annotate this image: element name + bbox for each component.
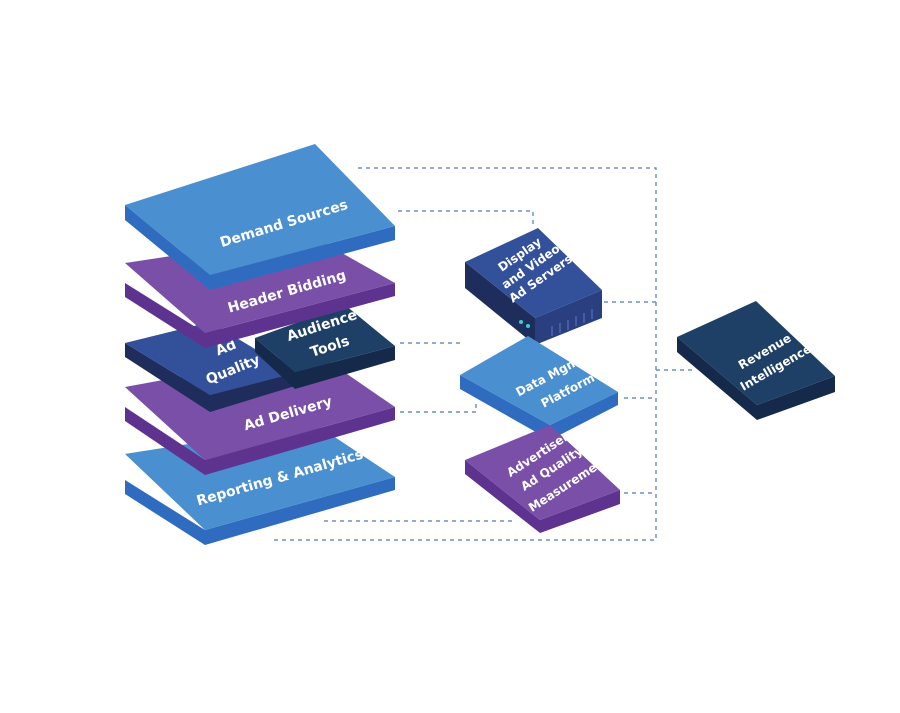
ad-delivery-side <box>125 407 395 475</box>
header-bidding-side <box>125 283 395 348</box>
ad-quality-block: Ad Quality <box>125 322 295 412</box>
ad-servers-box: Display and Video Ad Servers <box>465 228 602 345</box>
reporting-side <box>125 477 395 545</box>
demand-sources-layer: Demand Sources <box>125 144 395 290</box>
ad-servers-vents <box>551 309 593 336</box>
data-mgmt-side <box>460 375 618 440</box>
revenue-top <box>677 301 835 405</box>
ad-servers-side-left <box>465 262 535 345</box>
ad-servers-light-1 <box>519 320 523 324</box>
connector-lines <box>272 167 692 541</box>
ad-quality-side <box>125 343 295 412</box>
demand-sources-top <box>125 144 395 275</box>
revenue-side <box>677 337 835 420</box>
audience-tools-top <box>255 305 395 372</box>
revenue-intelligence-box: Revenue Intelligence <box>677 301 835 420</box>
ad-servers-light-2 <box>526 324 530 328</box>
reporting-top <box>125 424 395 530</box>
data-mgmt-top <box>460 336 618 425</box>
data-mgmt-box: Data Mgmt Platform <box>460 336 618 440</box>
advertiser-quality-top <box>465 425 620 520</box>
connector-demand-sources <box>272 167 657 541</box>
ad-servers-top <box>465 228 602 318</box>
advertiser-quality-side <box>465 460 620 533</box>
connector-ad-delivery <box>400 404 477 413</box>
audience-tools-side <box>255 338 395 389</box>
advertiser-quality-box: Advertiser Ad Quality Measurement <box>465 425 620 533</box>
connector-ad-servers <box>398 210 534 228</box>
demand-sources-side <box>125 205 395 290</box>
ad-quality-top <box>125 322 295 395</box>
